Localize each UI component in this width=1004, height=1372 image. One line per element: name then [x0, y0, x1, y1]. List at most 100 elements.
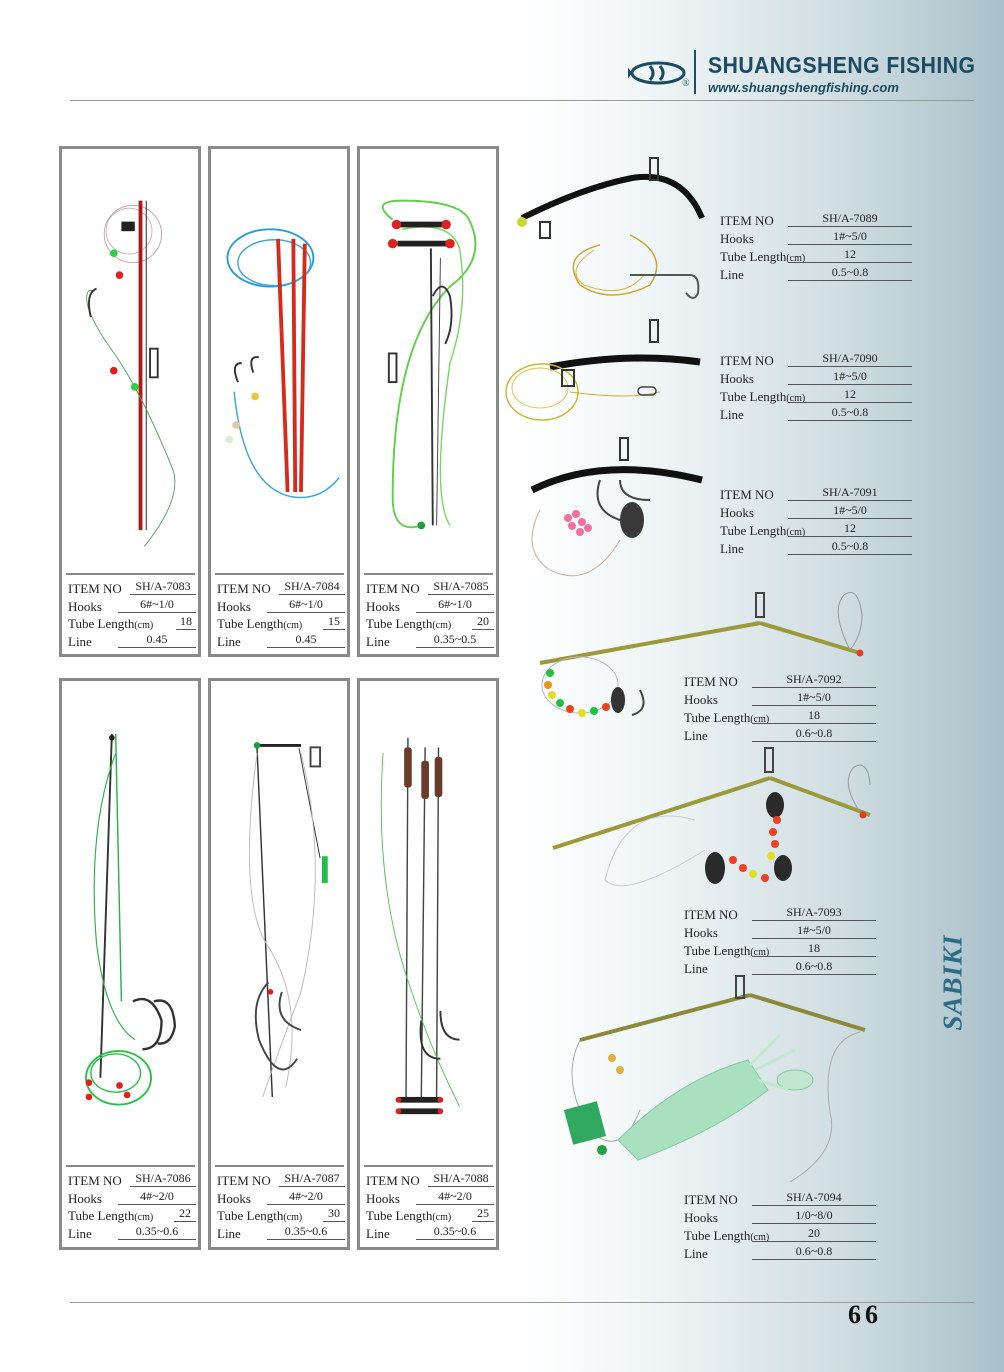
item-number: SH/A-7093: [752, 904, 876, 921]
item-number: SH/A-7086: [130, 1170, 196, 1187]
item-number: SH/A-7087: [279, 1170, 345, 1187]
rig-image: [85, 733, 177, 1106]
item-number: SH/A-7089: [788, 210, 912, 227]
line-value: 0.45: [118, 631, 196, 648]
rig-image: [86, 200, 176, 547]
product-photo: [215, 153, 343, 573]
tube-length-value: 20: [472, 613, 494, 630]
line-value: 0.6~0.8: [752, 1243, 876, 1260]
tube-length-value: 25: [472, 1205, 494, 1222]
product-photo-7090: [500, 312, 715, 427]
item-number: SH/A-7091: [788, 484, 912, 501]
rig-image: [505, 319, 701, 421]
rig-image: [225, 228, 340, 499]
line-value: 0.5~0.8: [788, 404, 912, 421]
header-divider: [70, 100, 974, 101]
hooks-value: 4#~2/0: [118, 1188, 196, 1205]
rig-image: [517, 157, 705, 299]
hooks-value: 1#~5/0: [788, 228, 912, 245]
rig-image: [552, 747, 871, 887]
product-photo-7093: [545, 740, 875, 915]
hooks-value: 6#~1/0: [118, 596, 196, 613]
rig-image: [539, 592, 864, 717]
hooks-value: 6#~1/0: [267, 596, 345, 613]
brand-header: ® SHUANGSHENG FISHING www.shuangshengfis…: [628, 50, 975, 100]
product-photo: [66, 685, 194, 1165]
product-photo: [66, 153, 194, 573]
brand-name: SHUANGSHENG FISHING: [708, 52, 976, 78]
tube-length-value: 18: [176, 613, 196, 630]
product-photo: [215, 685, 343, 1165]
hooks-value: 1#~5/0: [788, 502, 912, 519]
tube-length-value: 12: [788, 246, 912, 263]
hooks-value: 4#~2/0: [267, 1188, 345, 1205]
tube-length-value: 30: [323, 1205, 345, 1222]
rig-image: [248, 742, 328, 1098]
item-number: SH/A-7094: [752, 1189, 876, 1206]
line-value: 0.5~0.8: [788, 538, 912, 555]
product-photo: [364, 685, 492, 1165]
hooks-value: 1#~5/0: [752, 689, 876, 706]
item-number: SH/A-7085: [428, 578, 494, 595]
line-value: 0.35~0.5: [416, 631, 494, 648]
product-photo-7089: [510, 150, 715, 305]
footer-divider: [70, 1302, 974, 1303]
tube-length-value: 18: [752, 940, 876, 957]
line-value: 0.45: [267, 631, 345, 648]
rig-image: [381, 199, 477, 530]
tube-length-value: 18: [752, 707, 876, 724]
tube-length-value: 20: [752, 1225, 876, 1242]
tube-length-value: 12: [788, 520, 912, 537]
item-number: SH/A-7090: [788, 350, 912, 367]
product-photo-7094: [560, 970, 875, 1190]
product-photo-7092: [530, 585, 875, 730]
hooks-value: 1/0~8/0: [752, 1207, 876, 1224]
line-value: 0.6~0.8: [752, 725, 876, 742]
fish-logo-icon: [628, 61, 686, 85]
page-number: 66: [848, 1300, 882, 1329]
rig-image: [563, 975, 866, 1183]
line-value: 0.35~0.6: [267, 1223, 345, 1240]
tube-length-value: 12: [788, 386, 912, 403]
hooks-value: 6#~1/0: [416, 596, 494, 613]
line-value: 0.35~0.6: [118, 1223, 196, 1240]
hooks-value: 1#~5/0: [752, 922, 876, 939]
product-photo: [364, 153, 492, 573]
line-value: 0.6~0.8: [752, 958, 876, 975]
tube-length-value: 22: [174, 1205, 196, 1222]
brand-divider: [694, 50, 696, 94]
item-number: SH/A-7092: [752, 671, 876, 688]
tube-length-value: 15: [323, 613, 345, 630]
hooks-value: 4#~2/0: [416, 1188, 494, 1205]
rig-image: [530, 437, 703, 577]
brand-url: www.shuangshengfishing.com: [708, 80, 899, 95]
item-number: SH/A-7088: [428, 1170, 494, 1187]
line-value: 0.5~0.8: [788, 264, 912, 281]
product-photo-7091: [520, 430, 715, 590]
registered-mark: ®: [682, 78, 690, 89]
item-number: SH/A-7083: [130, 578, 196, 595]
rig-image: [380, 737, 460, 1115]
hooks-value: 1#~5/0: [788, 368, 912, 385]
item-number: SH/A-7084: [279, 578, 345, 595]
section-label: SABIKI: [937, 934, 968, 1031]
line-value: 0.35~0.6: [416, 1223, 494, 1240]
